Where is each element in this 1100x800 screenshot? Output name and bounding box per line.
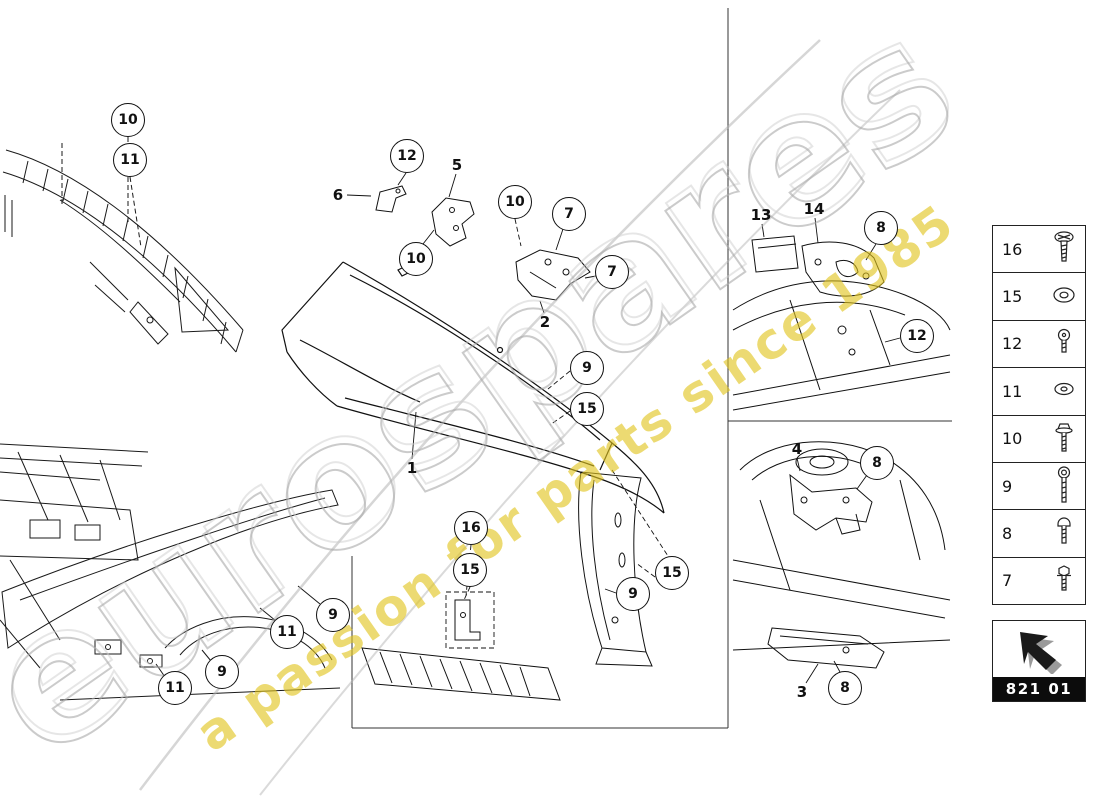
part-label-3: 3 — [796, 683, 808, 701]
parts-table-row-11[interactable]: 11 — [993, 367, 1085, 415]
pan-screw-icon — [1057, 517, 1071, 545]
watermark-swoosh-2 — [259, 89, 901, 796]
parts-table-row-7[interactable]: 7 — [993, 556, 1085, 604]
callout-9[interactable]: 9 — [316, 598, 350, 632]
countersunk-screw-icon — [1054, 231, 1074, 262]
parts-table-row-12[interactable]: 12 — [993, 319, 1085, 368]
leader-lines — [346, 172, 901, 684]
part-number: 8 — [1002, 523, 1013, 543]
callout-16[interactable]: 16 — [454, 511, 488, 545]
flat-washer-icon — [1054, 383, 1074, 396]
rear-panel-art — [578, 471, 653, 667]
callout-12[interactable]: 12 — [390, 139, 424, 173]
part-number: 7 — [1002, 571, 1013, 591]
callout-11[interactable]: 11 — [113, 143, 147, 177]
diagram-code: 821 01 — [993, 677, 1085, 701]
part-label-2: 2 — [539, 313, 551, 331]
parts-table: 16 15 12 — [992, 225, 1086, 605]
callout-15[interactable]: 15 — [453, 553, 487, 587]
callout-9[interactable]: 9 — [616, 577, 650, 611]
callout-10[interactable]: 10 — [111, 103, 145, 137]
callout-10[interactable]: 10 — [498, 185, 532, 219]
detail-rt-art — [732, 235, 951, 411]
hex-flange-bolt-icon — [1057, 565, 1071, 591]
part-number: 12 — [1002, 334, 1023, 354]
part-number: 16 — [1002, 239, 1023, 259]
pan-head-screw-icon — [1057, 328, 1071, 353]
flange-bolt-icon — [1055, 423, 1073, 452]
socket-head-bolt-icon — [1057, 466, 1071, 503]
part-label-13: 13 — [750, 206, 772, 224]
part-label-14: 14 — [803, 200, 825, 218]
callout-8[interactable]: 8 — [864, 211, 898, 245]
detail-wing-edge-art — [2, 149, 244, 353]
part-label-6: 6 — [332, 186, 344, 204]
parts-table-row-16[interactable]: 16 — [993, 226, 1085, 273]
detail-side-view-art — [0, 443, 341, 701]
parts-table-row-8[interactable]: 8 — [993, 509, 1085, 557]
callout-15[interactable]: 15 — [655, 556, 689, 590]
part-number: 11 — [1002, 381, 1023, 401]
part-label-5: 5 — [451, 156, 463, 174]
callout-11[interactable]: 11 — [270, 615, 304, 649]
part-number: 10 — [1002, 429, 1023, 449]
detail-rb-art — [732, 441, 951, 669]
parts-table-row-10[interactable]: 10 — [993, 414, 1085, 462]
callout-8[interactable]: 8 — [860, 446, 894, 480]
callout-11[interactable]: 11 — [158, 671, 192, 705]
callout-8[interactable]: 8 — [828, 671, 862, 705]
callout-7[interactable]: 7 — [552, 197, 586, 231]
main-fender-art — [281, 261, 665, 514]
part-label-4: 4 — [791, 440, 803, 458]
callout-9[interactable]: 9 — [570, 351, 604, 385]
washer-icon — [1053, 286, 1075, 303]
callout-15[interactable]: 15 — [570, 392, 604, 426]
part-number: 15 — [1002, 287, 1023, 307]
callout-12[interactable]: 12 — [900, 319, 934, 353]
parts-table-row-9[interactable]: 9 — [993, 461, 1085, 510]
part-number: 9 — [1002, 476, 1013, 496]
back-arrow-icon — [993, 621, 1085, 677]
callout-9[interactable]: 9 — [205, 655, 239, 689]
diagram-nav-box[interactable]: 821 01 — [992, 620, 1086, 702]
part-label-1: 1 — [406, 459, 418, 477]
callout-7[interactable]: 7 — [595, 255, 629, 289]
callout-10[interactable]: 10 — [399, 242, 433, 276]
sill-strip-art — [361, 599, 561, 701]
detail-wing-edge-leaders — [61, 137, 142, 248]
parts-table-row-15[interactable]: 15 — [993, 272, 1085, 320]
